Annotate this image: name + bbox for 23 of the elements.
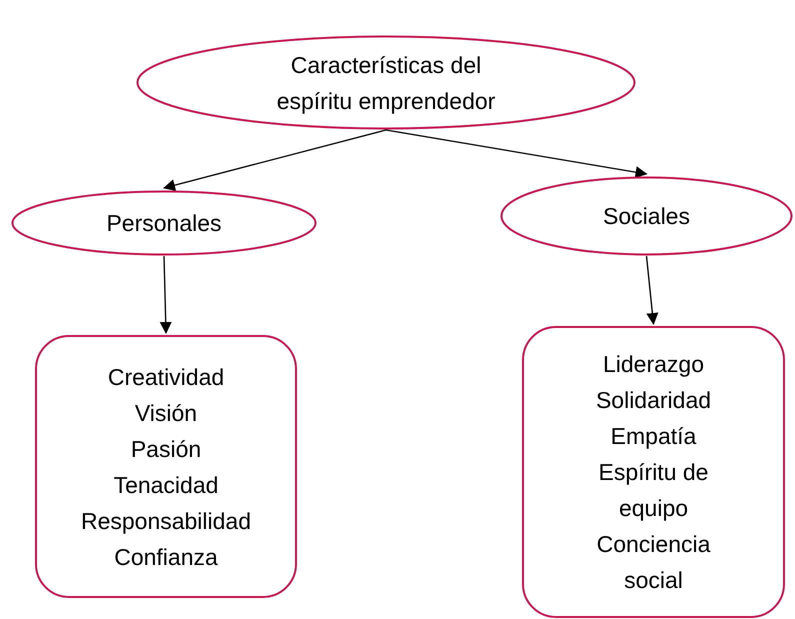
node-label: Conciencia social: [596, 530, 712, 595]
arrow: [160, 256, 172, 334]
node-label: Confianza: [114, 542, 218, 572]
arrow: [646, 256, 658, 325]
node-label: Pasión: [130, 434, 202, 464]
arrow: [386, 129, 648, 178]
node-label: Solidaridad: [596, 386, 712, 415]
node-label: Liderazgo: [602, 350, 704, 379]
ellipse-node: [11, 190, 317, 256]
rounded-box: [522, 326, 785, 618]
node-label: Visión: [134, 398, 198, 428]
node-label: Responsabilidad: [80, 506, 252, 536]
node-label: Tenacidad: [114, 470, 218, 500]
rounded-box: [35, 335, 297, 598]
ellipse-node: [500, 176, 793, 256]
node-label: Creatividad: [108, 362, 224, 392]
node-label: Características del espíritu emprendedor: [276, 50, 496, 116]
arrow: [163, 129, 386, 192]
node-label: Empatía: [610, 422, 696, 451]
node-label: Espíritu de equipo: [598, 458, 710, 523]
ellipse-node: [136, 35, 636, 130]
node-label: Personales: [106, 209, 222, 238]
node-label: Sociales: [603, 202, 690, 231]
